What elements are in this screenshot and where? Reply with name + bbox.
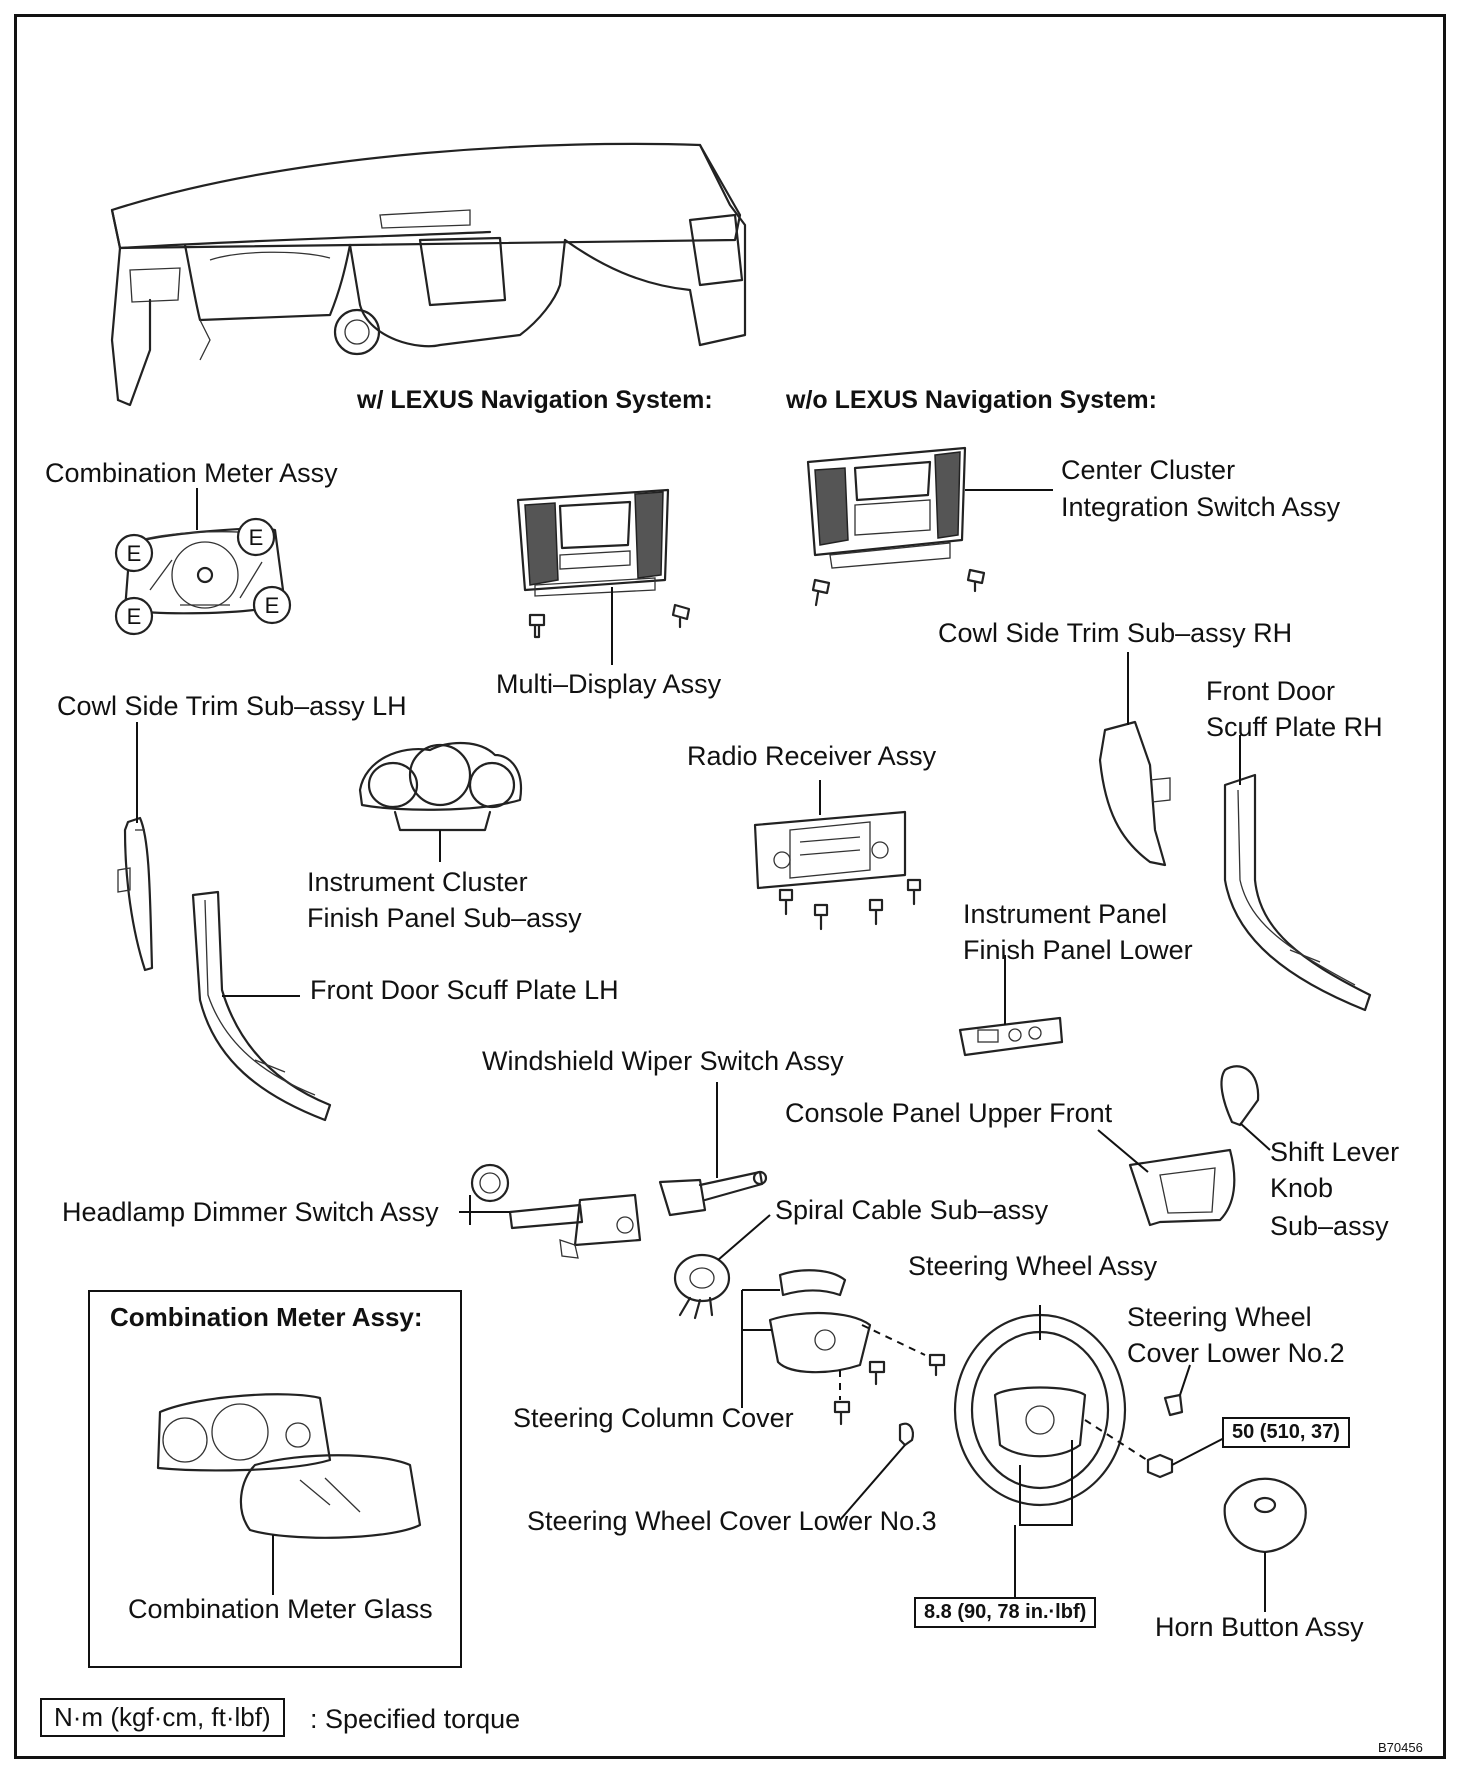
screw-column-cover-2: [928, 1353, 946, 1377]
label-multi-display-assy: Multi–Display Assy: [496, 669, 722, 699]
inset-meter-glass-drawing: [239, 1454, 422, 1539]
screw-center-cluster-left: [811, 578, 831, 607]
diagram-frame: [14, 14, 1446, 1759]
connector-mark-e-3: E: [114, 596, 154, 636]
label-front-door-scuff-rh-line1: Front Door: [1206, 676, 1336, 706]
label-ip-finish-lower-line1: Instrument Panel: [963, 899, 1168, 929]
torque-spec-wheel-nut: 50 (510, 37): [1222, 1417, 1350, 1448]
label-shift-lever-knob-line3: Sub–assy: [1270, 1211, 1389, 1241]
screw-radio-1: [778, 888, 794, 916]
screw-radio-4: [906, 878, 922, 906]
multi-display-drawing: [516, 488, 670, 597]
label-ip-finish-lower-line2: Finish Panel Lower: [963, 935, 1193, 965]
label-sw-cover-no2-line1: Steering Wheel: [1127, 1302, 1312, 1332]
svg-text:E: E: [127, 541, 142, 566]
label-instrument-cluster-line1: Instrument Cluster: [307, 867, 528, 897]
shift-lever-knob-drawing: [1220, 1065, 1260, 1127]
front-door-scuff-lh-drawing: [191, 890, 332, 1122]
screw-column-cover-1: [868, 1360, 886, 1386]
header-with-navigation: w/ LEXUS Navigation System:: [357, 386, 713, 414]
figure-id: B70456: [1378, 1740, 1423, 1755]
spiral-cable-drawing: [673, 1253, 731, 1320]
svg-text:E: E: [249, 525, 264, 550]
label-horn-button-assy: Horn Button Assy: [1155, 1612, 1364, 1642]
label-headlamp-dimmer-switch: Headlamp Dimmer Switch Assy: [62, 1197, 439, 1227]
steering-column-cover-drawing: [768, 1269, 872, 1374]
label-steering-column-cover: Steering Column Cover: [513, 1403, 794, 1433]
console-panel-drawing: [1128, 1148, 1236, 1227]
center-cluster-drawing: [806, 446, 967, 569]
screw-multi-display-left: [528, 613, 546, 639]
steering-wheel-nut-drawing: [1146, 1453, 1174, 1479]
screw-radio-3: [868, 898, 884, 926]
label-front-door-scuff-lh: Front Door Scuff Plate LH: [310, 975, 619, 1005]
label-shift-lever-knob-line2: Knob: [1270, 1173, 1334, 1203]
label-cowl-side-trim-lh: Cowl Side Trim Sub–assy LH: [57, 691, 407, 721]
label-radio-receiver-assy: Radio Receiver Assy: [687, 741, 937, 771]
screw-radio-2: [813, 903, 829, 931]
label-sw-cover-no2-line2: Cover Lower No.2: [1127, 1338, 1345, 1368]
label-instrument-cluster-line2: Finish Panel Sub–assy: [307, 903, 582, 933]
cowl-side-trim-rh-drawing: [1098, 720, 1171, 867]
label-windshield-wiper-switch: Windshield Wiper Switch Assy: [482, 1046, 844, 1076]
screw-column-cover-3: [833, 1400, 851, 1426]
combination-meter-drawing: [123, 527, 287, 615]
connector-mark-e-4: E: [252, 585, 292, 625]
sw-cover-no3-drawing: [898, 1422, 914, 1447]
label-steering-wheel-assy: Steering Wheel Assy: [908, 1251, 1158, 1281]
inset-title: Combination Meter Assy:: [110, 1302, 423, 1332]
headlamp-switch-drawing: [470, 1163, 642, 1259]
screw-multi-display-right: [671, 603, 691, 629]
radio-receiver-drawing: [753, 810, 907, 890]
front-door-scuff-rh-drawing: [1223, 773, 1372, 1012]
label-center-cluster-line1: Center Cluster: [1061, 455, 1236, 485]
legend-text: : Specified torque: [310, 1704, 521, 1734]
torque-spec-airbag-screw: 8.8 (90, 78 in.·lbf): [914, 1597, 1097, 1628]
label-front-door-scuff-rh-line2: Scuff Plate RH: [1206, 712, 1383, 742]
instrument-cluster-finish-panel-drawing: [358, 741, 523, 832]
label-cowl-side-trim-rh: Cowl Side Trim Sub–assy RH: [938, 618, 1293, 648]
header-without-navigation: w/o LEXUS Navigation System:: [786, 386, 1157, 414]
connector-mark-e-1: E: [114, 533, 154, 573]
label-shift-lever-knob-line1: Shift Lever: [1270, 1137, 1400, 1167]
label-combination-meter-glass: Combination Meter Glass: [128, 1594, 433, 1624]
sw-cover-no2-drawing: [1163, 1393, 1184, 1417]
connector-mark-e-2: E: [236, 517, 276, 557]
inset-meter-drawing: [156, 1393, 332, 1472]
svg-text:E: E: [127, 604, 142, 629]
label-spiral-cable: Spiral Cable Sub–assy: [775, 1195, 1049, 1225]
wiper-switch-drawing: [658, 1170, 768, 1217]
instrument-panel-drawing: [110, 142, 747, 407]
label-console-panel-upper-front: Console Panel Upper Front: [785, 1098, 1113, 1128]
inset-combination-meter: [88, 1290, 462, 1668]
horn-button-drawing: [1223, 1477, 1307, 1554]
cowl-side-trim-lh-drawing: [117, 816, 154, 972]
label-sw-cover-no3: Steering Wheel Cover Lower No.3: [527, 1506, 937, 1536]
svg-text:E: E: [265, 593, 280, 618]
legend-torque-units: N·m (kgf·cm, ft·lbf): [40, 1698, 285, 1737]
screw-center-cluster-right: [966, 568, 986, 593]
label-combination-meter-assy: Combination Meter Assy: [45, 458, 338, 488]
steering-wheel-drawing: [953, 1313, 1127, 1507]
label-center-cluster-line2: Integration Switch Assy: [1061, 492, 1341, 522]
ip-finish-lower-drawing: [958, 1016, 1064, 1057]
